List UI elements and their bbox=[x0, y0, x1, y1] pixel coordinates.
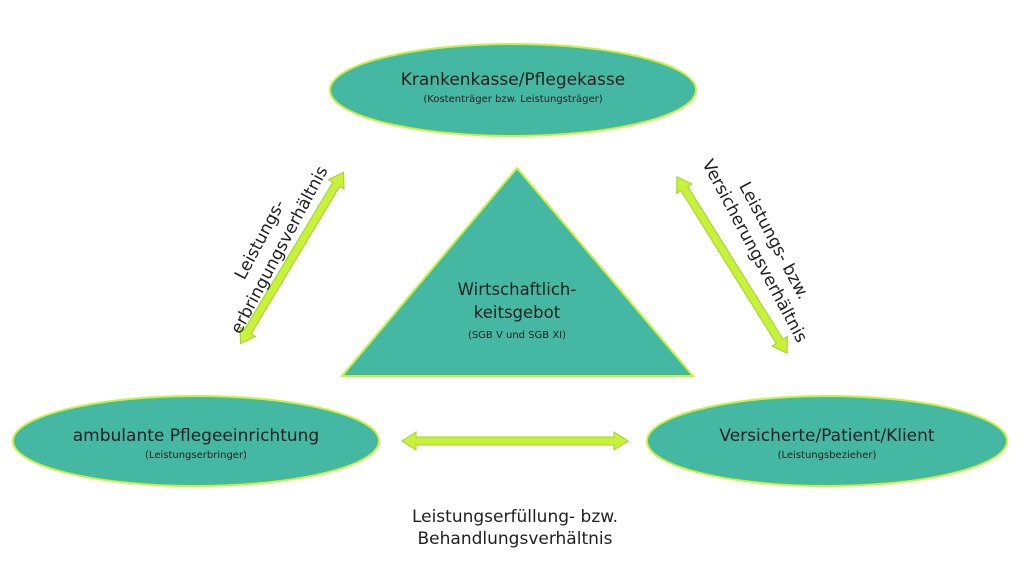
relation-bottom-line1: Leistungserfüllung- bzw. bbox=[412, 507, 618, 527]
node-pflegeeinrichtung: ambulante Pflegeeinrichtung (Leistungser… bbox=[12, 395, 380, 487]
arrow-right-diagonal bbox=[676, 176, 788, 354]
relation-bottom-line2: Behandlungsverhältnis bbox=[418, 529, 613, 549]
arrow-left-diagonal bbox=[239, 171, 345, 345]
node-krankenkasse-subtitle: (Kostenträger bzw. Leistungsträger) bbox=[423, 94, 602, 105]
center-triangle: Wirtschaftlich- keitsgebot (SGB V und SG… bbox=[339, 166, 696, 377]
center-title-line1: Wirtschaftlich- bbox=[458, 280, 577, 299]
node-krankenkasse-title: Krankenkasse/Pflegekasse bbox=[401, 70, 625, 90]
arrow-bottom-horizontal bbox=[401, 431, 629, 451]
center-subtitle: (SGB V und SGB XI) bbox=[468, 330, 566, 341]
relation-label-bottom: Leistungserfüllung- bzw. Behandlungsverh… bbox=[412, 507, 618, 549]
node-versicherte-subtitle: (Leistungsbezieher) bbox=[778, 450, 877, 461]
relation-label-left: Leistungs- erbringungsverhältnis bbox=[227, 163, 332, 338]
node-versicherte: Versicherte/Patient/Klient (Leistungsbez… bbox=[646, 395, 1008, 487]
node-versicherte-title: Versicherte/Patient/Klient bbox=[719, 426, 935, 446]
node-krankenkasse: Krankenkasse/Pflegekasse (Kostenträger b… bbox=[329, 43, 697, 137]
node-pflegeeinrichtung-subtitle: (Leistungserbringer) bbox=[145, 450, 247, 461]
center-title-line2: keitsgebot bbox=[474, 303, 561, 322]
node-pflegeeinrichtung-title: ambulante Pflegeeinrichtung bbox=[73, 426, 319, 446]
